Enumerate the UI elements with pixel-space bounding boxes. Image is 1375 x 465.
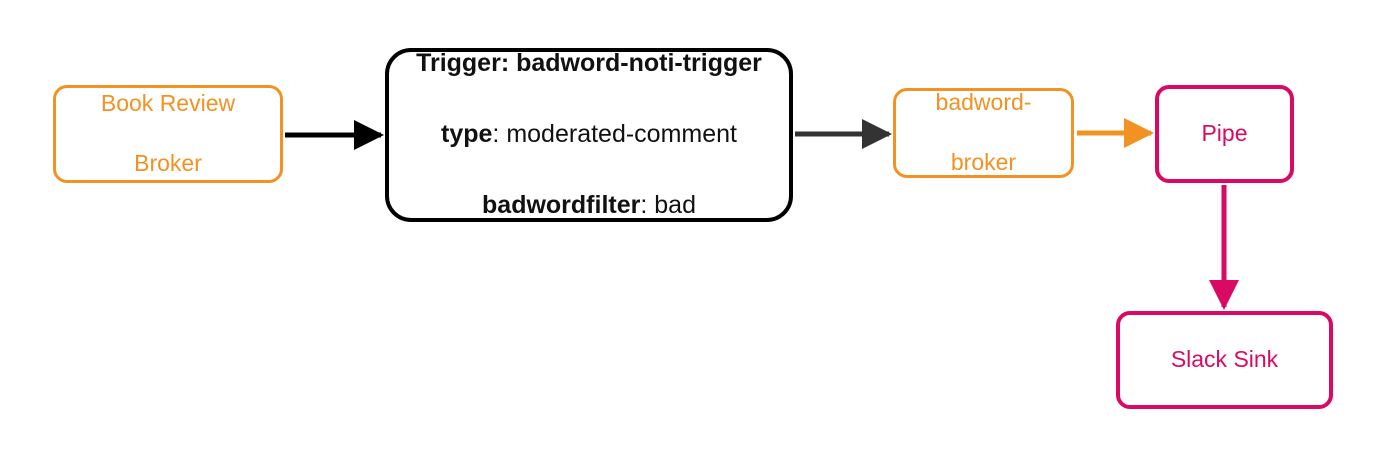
trigger-sep-badwordfilter: : — [640, 191, 655, 220]
node-trigger[interactable]: Trigger: badword-noti-trigger type: mode… — [385, 48, 793, 222]
trigger-key-name: Trigger: — [416, 49, 510, 78]
trigger-line-badwordfilter: badwordfilter: bad — [416, 188, 762, 224]
node-book-review-broker-label: Book Review Broker — [91, 59, 245, 208]
trigger-key-type: type — [441, 120, 493, 149]
trigger-value-badwordfilter: bad — [654, 191, 696, 220]
node-pipe-label: Pipe — [1201, 120, 1248, 147]
node-book-review-broker[interactable]: Book Review Broker — [53, 85, 283, 183]
node-pipe[interactable]: Pipe — [1155, 85, 1294, 183]
node-slack-sink[interactable]: Slack Sink — [1116, 311, 1333, 409]
trigger-value-name: badword-noti-trigger — [516, 49, 762, 78]
node-slack-sink-label: Slack Sink — [1170, 346, 1279, 373]
node-badword-broker[interactable]: badword- broker — [893, 88, 1074, 178]
node-book-review-broker-label-line2: Broker — [134, 149, 202, 176]
node-badword-broker-label-line1: badword- — [935, 89, 1032, 116]
node-badword-broker-label-line2: broker — [950, 148, 1017, 175]
node-badword-broker-label: badword- broker — [926, 58, 1042, 207]
trigger-line-name: Trigger: badword-noti-trigger — [416, 46, 762, 82]
trigger-key-badwordfilter: badwordfilter — [482, 191, 641, 220]
trigger-value-type: moderated-comment — [506, 120, 737, 149]
trigger-sep-type: : — [492, 120, 507, 149]
node-trigger-label: Trigger: badword-noti-trigger type: mode… — [406, 11, 772, 260]
node-book-review-broker-label-line1: Book Review — [100, 90, 236, 117]
trigger-line-type: type: moderated-comment — [416, 117, 762, 153]
